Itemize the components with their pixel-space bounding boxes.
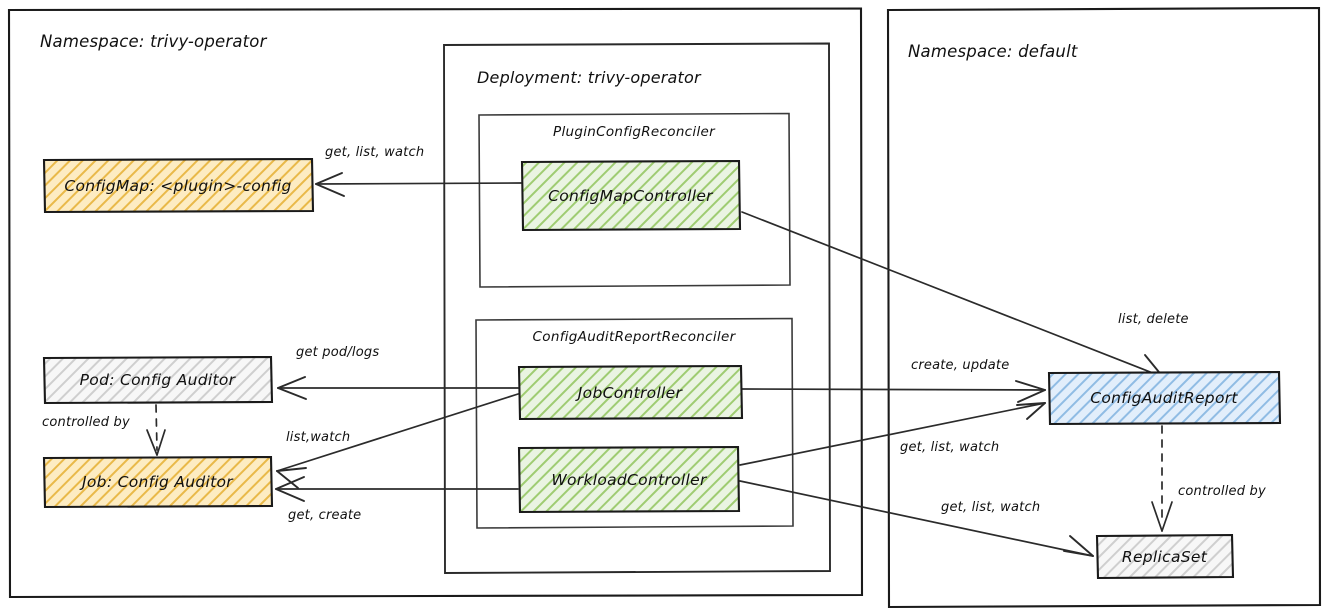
edge-label-jobctl-to-pod: get pod/logs (296, 345, 380, 360)
edge-label-jobctl-to-job: list,watch (286, 430, 351, 445)
container-ns-trivy (7, 7, 864, 599)
node-config-audit-report[interactable] (1047, 370, 1282, 426)
edge-label-jobctl-to-car: create, update (911, 358, 1010, 373)
node-workload-controller[interactable] (517, 445, 741, 514)
container-title-ns-default: Namespace: default (908, 42, 1078, 61)
container-ns-default (886, 6, 1322, 609)
node-pod[interactable] (42, 355, 274, 405)
edge-label-workloadctl-to-job: get, create (288, 508, 362, 523)
edge-label-cmc-to-car: list, delete (1118, 312, 1189, 327)
container-deployment (443, 42, 831, 574)
edge-label-pod-controlled-by-job: controlled by (42, 415, 130, 430)
container-title-ns-trivy: Namespace: trivy-operator (40, 32, 267, 51)
edge-cmc-to-car (741, 211, 1164, 378)
node-job[interactable] (42, 455, 274, 509)
edge-car-controlled-by-replicaset (1151, 425, 1173, 532)
edge-cmc-to-configmap (315, 172, 522, 197)
edge-jobctl-to-car (741, 380, 1046, 403)
node-replicaset[interactable] (1095, 533, 1235, 580)
container-plugin-config-reconciler (478, 112, 791, 288)
edge-jobctl-to-job (276, 393, 519, 489)
container-config-audit-report-reconciler (475, 317, 794, 529)
edge-pod-controlled-by-job (146, 404, 166, 456)
edge-workloadctl-to-job (275, 476, 519, 502)
edge-jobctl-to-pod (277, 376, 519, 400)
edge-label-workloadctl-to-replicaset: get, list, watch (941, 500, 1041, 515)
node-job-controller[interactable] (517, 364, 744, 421)
edge-workloadctl-to-replicaset (739, 480, 1094, 557)
edge-label-workloadctl-to-car: get, list, watch (900, 440, 1000, 455)
edge-label-car-controlled-by-replicaset: controlled by (1178, 484, 1266, 499)
edge-label-cmc-to-configmap: get, list, watch (325, 145, 425, 160)
node-configmap[interactable] (42, 157, 315, 214)
edge-workloadctl-to-car (739, 402, 1046, 466)
edges-group (146, 172, 1173, 557)
node-configmap-controller[interactable] (520, 159, 742, 232)
container-title-deployment: Deployment: trivy-operator (477, 68, 701, 87)
